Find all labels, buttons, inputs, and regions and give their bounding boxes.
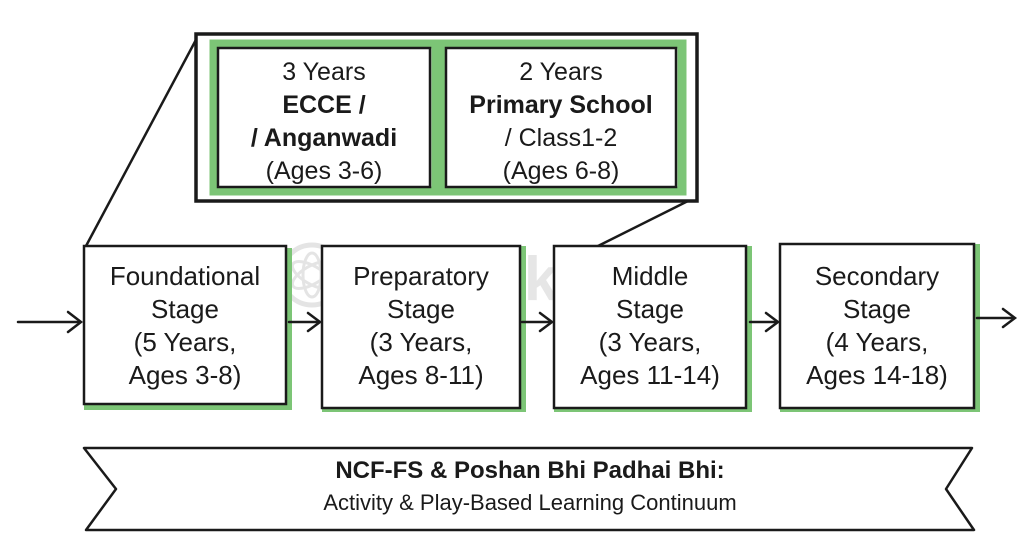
stage-duration: (3 Years, (598, 327, 702, 357)
detail-program: ECCE / (282, 91, 366, 119)
stage-name: Foundational (109, 261, 261, 291)
stage-duration: (4 Years, (825, 327, 929, 357)
detail-ages: (Ages 6-8) (502, 157, 620, 185)
stage-text-middle: Middle Stage (3 Years, Ages 11-14) (554, 260, 746, 392)
arrow-preparatory-to-middle (520, 311, 555, 333)
banner-ribbon (82, 446, 976, 532)
stage-name: Preparatory (353, 261, 489, 291)
banner-text: NCF-FS & Poshan Bhi Padhai Bhi: Activity… (130, 455, 930, 519)
stage-ages: Ages 8-11) (358, 360, 484, 390)
stage-label: Stage (151, 294, 219, 324)
stage-duration: (5 Years, (133, 327, 237, 357)
arrow-foundational-to-preparatory (287, 311, 323, 333)
detail-box-ecce (209, 39, 441, 196)
zoom-line-right (597, 194, 699, 248)
stage-box-secondary (778, 242, 980, 412)
stage-label: Stage (387, 294, 455, 324)
stage-label: Stage (616, 294, 684, 324)
detail-program-alt: / Class1-2 (504, 124, 618, 152)
stage-text-secondary: Secondary Stage (4 Years, Ages 14-18) (780, 260, 974, 392)
stage-box-foundational (82, 244, 292, 410)
arrow-out-of-secondary (975, 307, 1018, 329)
detail-text-primary: 2 Years Primary School / Class1-2 (Ages … (446, 56, 676, 188)
detail-duration: 3 Years (282, 58, 366, 86)
arrow-into-foundational (16, 310, 84, 334)
detail-duration: 2 Years (519, 58, 603, 86)
banner-title: NCF-FS & Poshan Bhi Padhai Bhi: (335, 457, 725, 484)
detail-program: Primary School (469, 91, 653, 119)
stage-ages: Ages 11-14) (580, 360, 720, 390)
detail-text-ecce: 3 Years ECCE / / Anganwadi (Ages 3-6) (218, 56, 430, 188)
stage-text-foundational: Foundational Stage (5 Years, Ages 3-8) (84, 260, 286, 392)
stage-ages: Ages 3-8) (128, 360, 242, 390)
detail-program-alt: / Anganwadi (250, 124, 398, 152)
stage-name: Secondary (814, 261, 940, 291)
zoom-line-left (84, 35, 200, 247)
stage-name: Middle (611, 261, 689, 291)
stage-ages: Ages 14-18) (806, 360, 948, 390)
stage-label: Stage (843, 294, 911, 324)
stage-text-preparatory: Preparatory Stage (3 Years, Ages 8-11) (322, 260, 520, 392)
banner-subtitle: Activity & Play-Based Learning Continuum (323, 490, 737, 515)
arrow-middle-to-secondary (748, 311, 781, 333)
stage-box-preparatory (320, 244, 526, 412)
detail-ages: (Ages 3-6) (265, 157, 383, 185)
stage-duration: (3 Years, (369, 327, 473, 357)
stage-box-middle (552, 244, 752, 412)
detail-box-primary (437, 39, 687, 196)
